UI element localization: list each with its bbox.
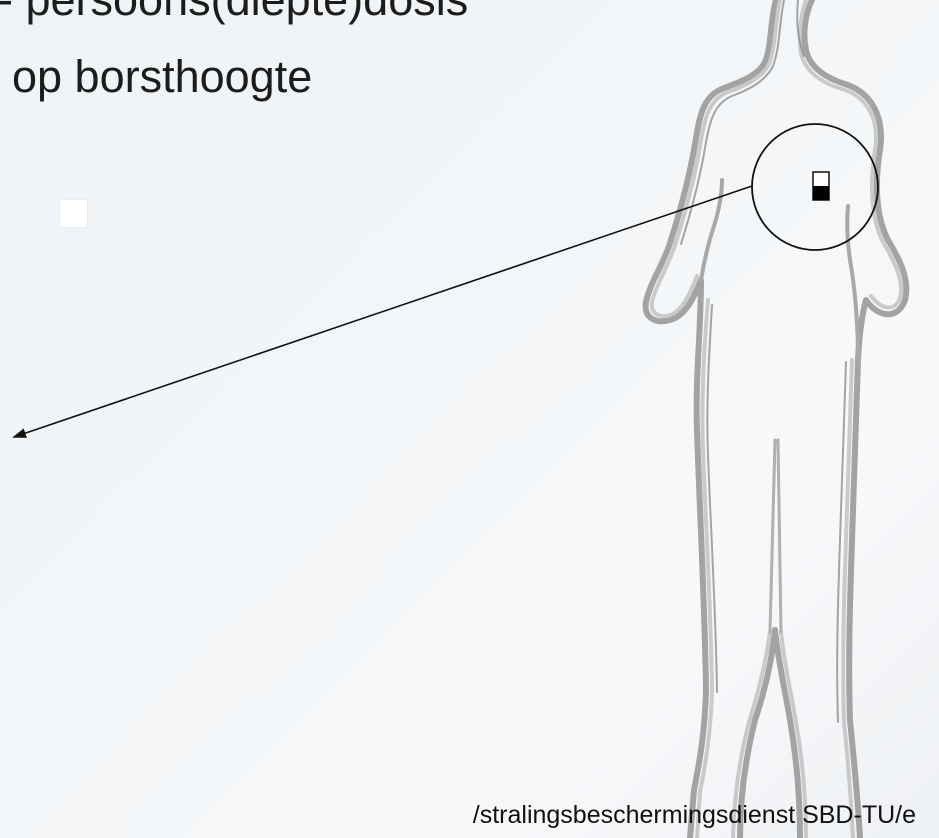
pointer-arrow	[14, 186, 752, 437]
bullet-placeholder	[59, 199, 88, 228]
heading-line-2: op borsthoogte	[12, 49, 312, 105]
dosimeter-icon	[813, 172, 829, 200]
human-silhouette	[646, 0, 907, 838]
heading-line-1: - persoons(diepte)dosis	[0, 0, 468, 28]
footer-text: /stralingsbeschermingsdienst SBD-TU/e	[473, 800, 916, 830]
